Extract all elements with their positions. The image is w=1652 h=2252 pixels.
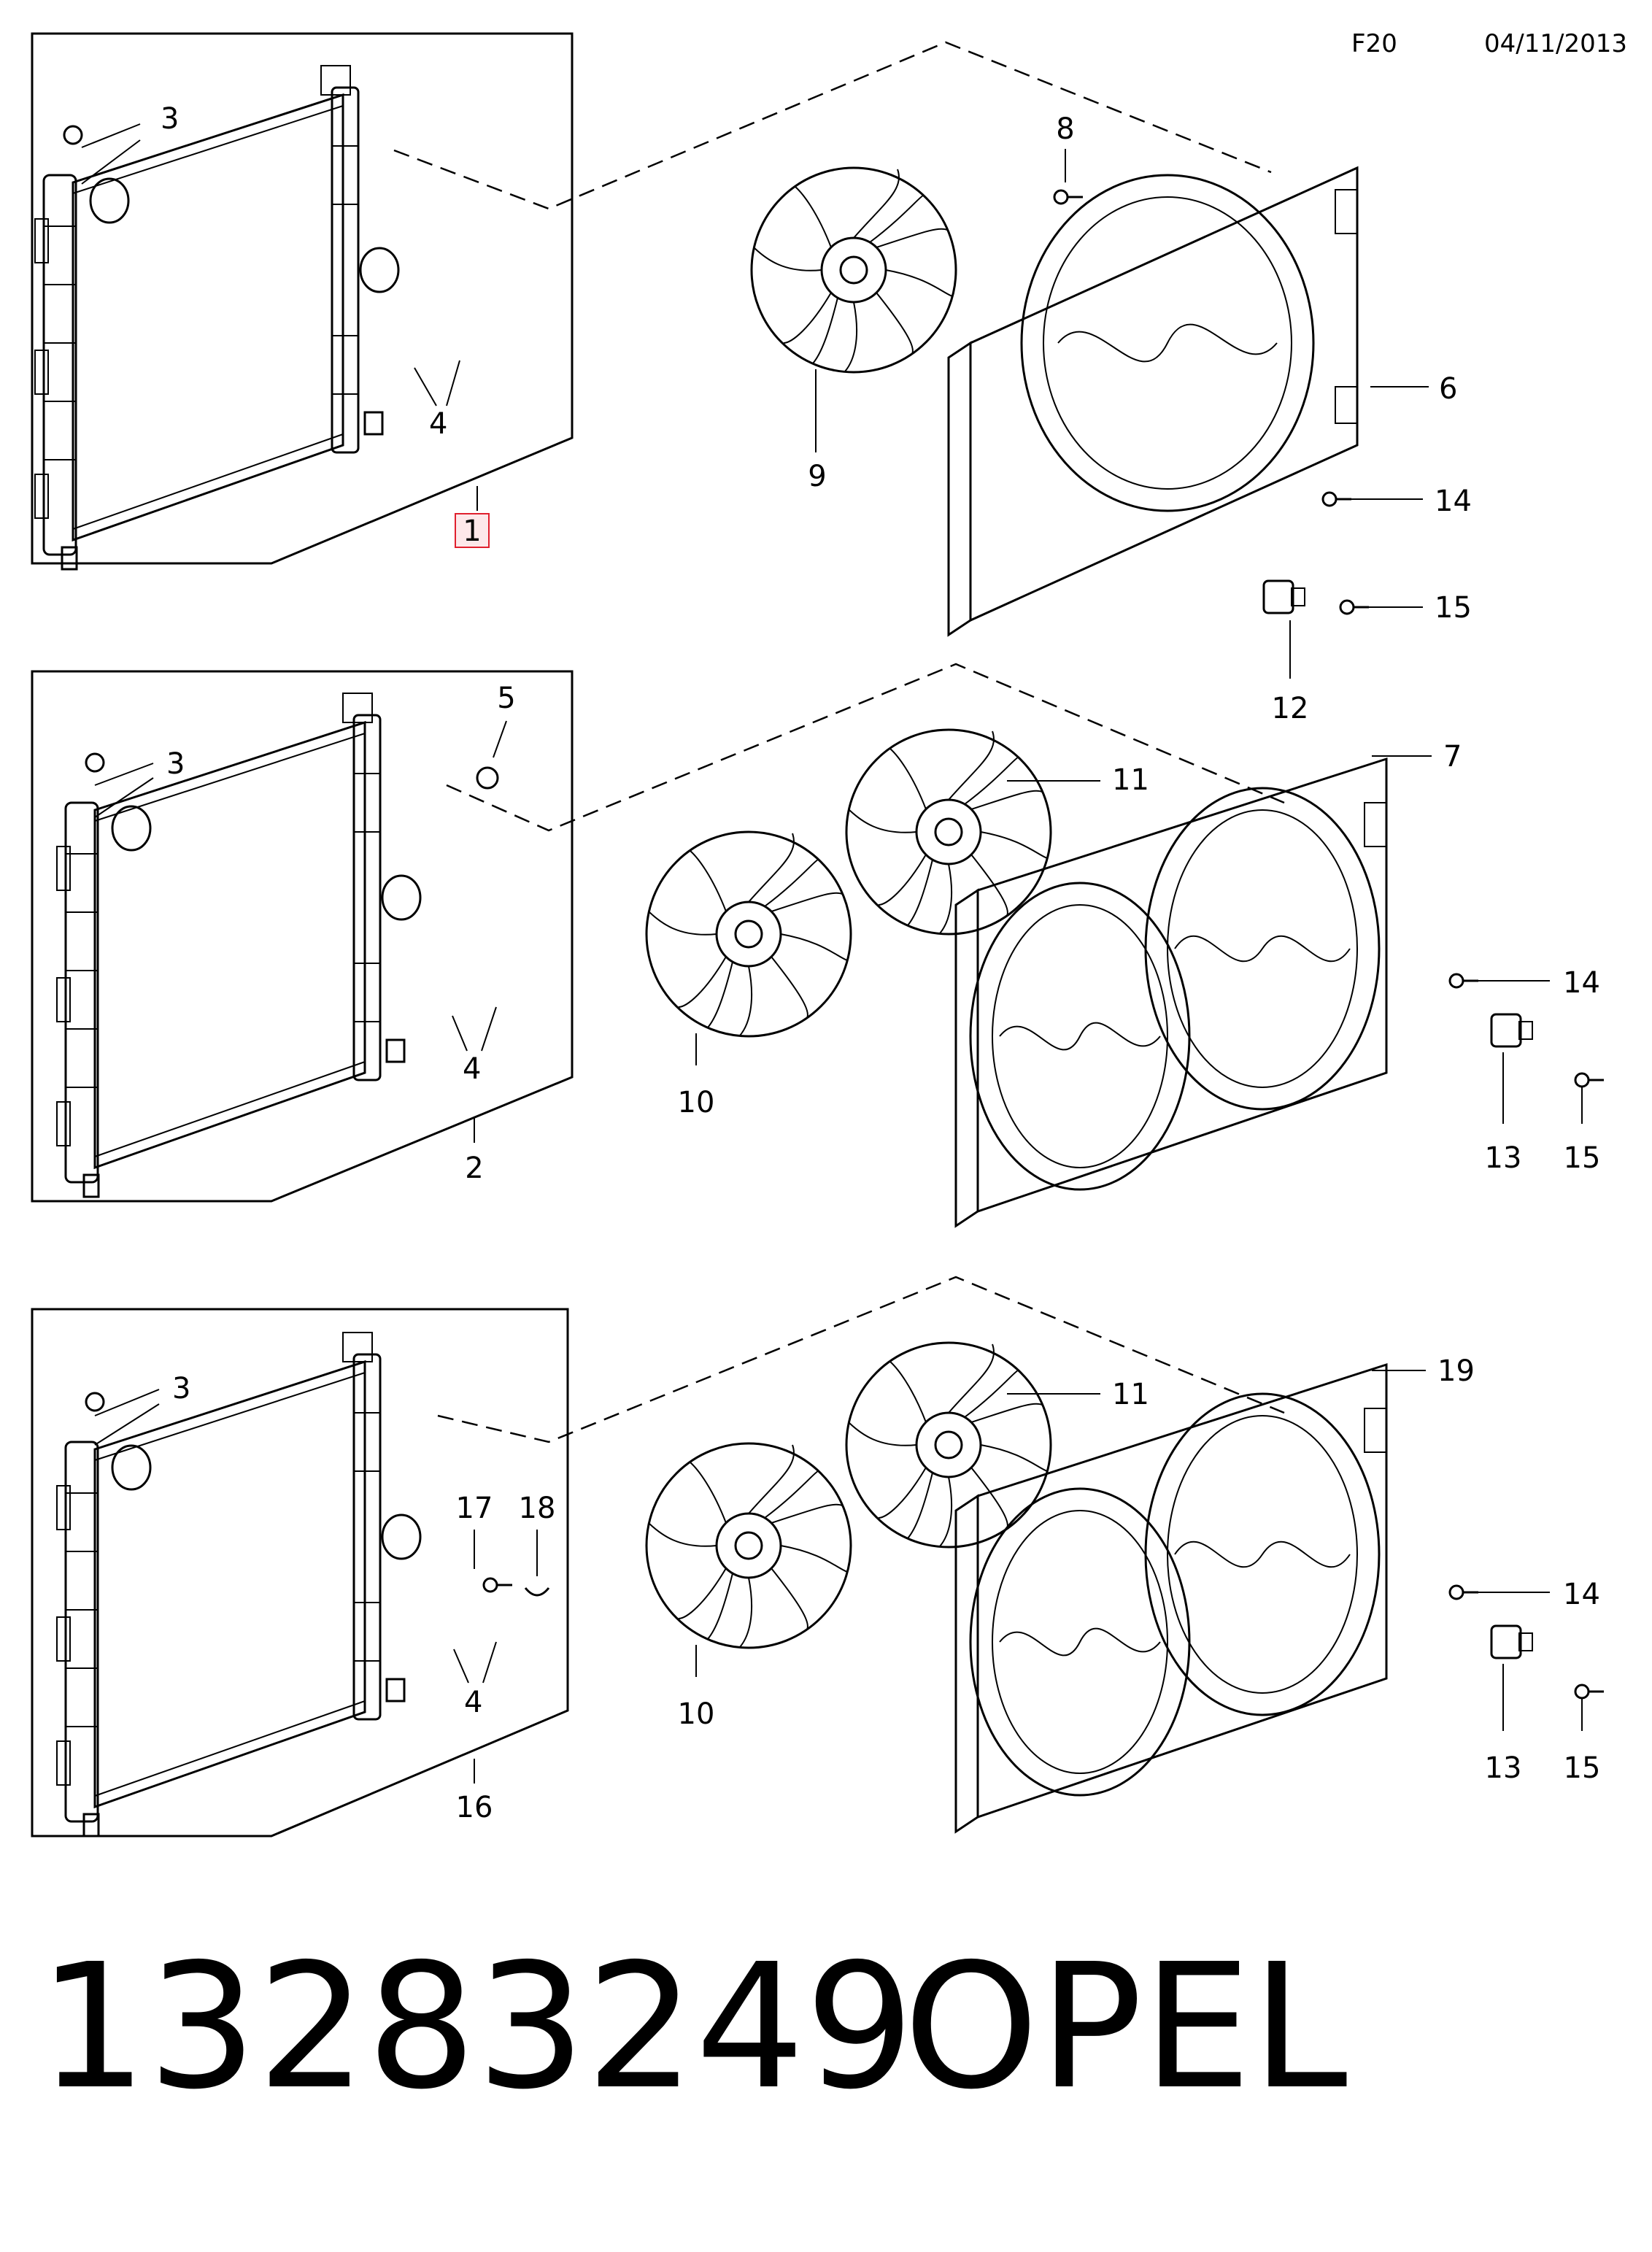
radiator-box-3 [31,1308,569,1838]
callout-10: 10 [678,1697,715,1731]
callout-10: 10 [678,1086,715,1119]
callout-4: 4 [463,1052,481,1086]
callout-4: 4 [464,1686,482,1719]
callout-15: 15 [1435,591,1472,625]
callout-15: 15 [1564,1141,1601,1175]
callout-3: 3 [161,102,179,136]
callout-2: 2 [465,1152,483,1185]
callout-3: 3 [172,1372,190,1405]
callout-19: 19 [1437,1354,1475,1388]
callout-3: 3 [166,747,185,781]
leader-dashed [437,1276,1285,1443]
radiator-box-2 [31,670,574,1203]
callout-14: 14 [1563,966,1600,1000]
callout-13: 13 [1485,1751,1522,1785]
callout-9: 9 [808,460,826,493]
callout-8: 8 [1056,112,1074,146]
callout-4: 4 [429,407,447,441]
callout-18: 18 [519,1492,556,1525]
panel-3: 3 17 18 4 16 10 11 19 14 13 15 [31,1276,1605,1838]
radiator-box-1 [31,32,574,565]
callout-1: 1 [463,514,481,548]
callout-12: 12 [1272,692,1309,725]
callout-14: 14 [1563,1578,1600,1611]
callout-11: 11 [1112,1378,1149,1411]
part-number: 13283249 [38,1927,915,2127]
panel-2: 3 5 4 2 10 11 7 14 13 15 [31,663,1605,1227]
highlight-box [455,513,490,548]
leader-dashed [393,41,1272,210]
callout-11: 11 [1112,763,1149,797]
callout-13: 13 [1485,1141,1522,1175]
callout-6: 6 [1439,372,1457,406]
callout-7: 7 [1443,740,1462,774]
callout-17: 17 [456,1492,493,1525]
callout-16: 16 [456,1791,493,1824]
brand-name: OPEL [903,1927,1348,2127]
callout-15: 15 [1564,1751,1601,1785]
leader-dashed [446,663,1285,832]
page-code: F20 [1351,29,1397,58]
callout-14: 14 [1435,485,1472,518]
callout-5: 5 [497,682,515,715]
panel-1: 1 3 4 9 8 6 14 15 12 [31,32,1472,725]
parts-diagram: 1 3 4 9 8 6 14 15 12 3 5 4 [31,32,1605,1838]
diagram-date: 04/11/2013 [1484,29,1627,58]
